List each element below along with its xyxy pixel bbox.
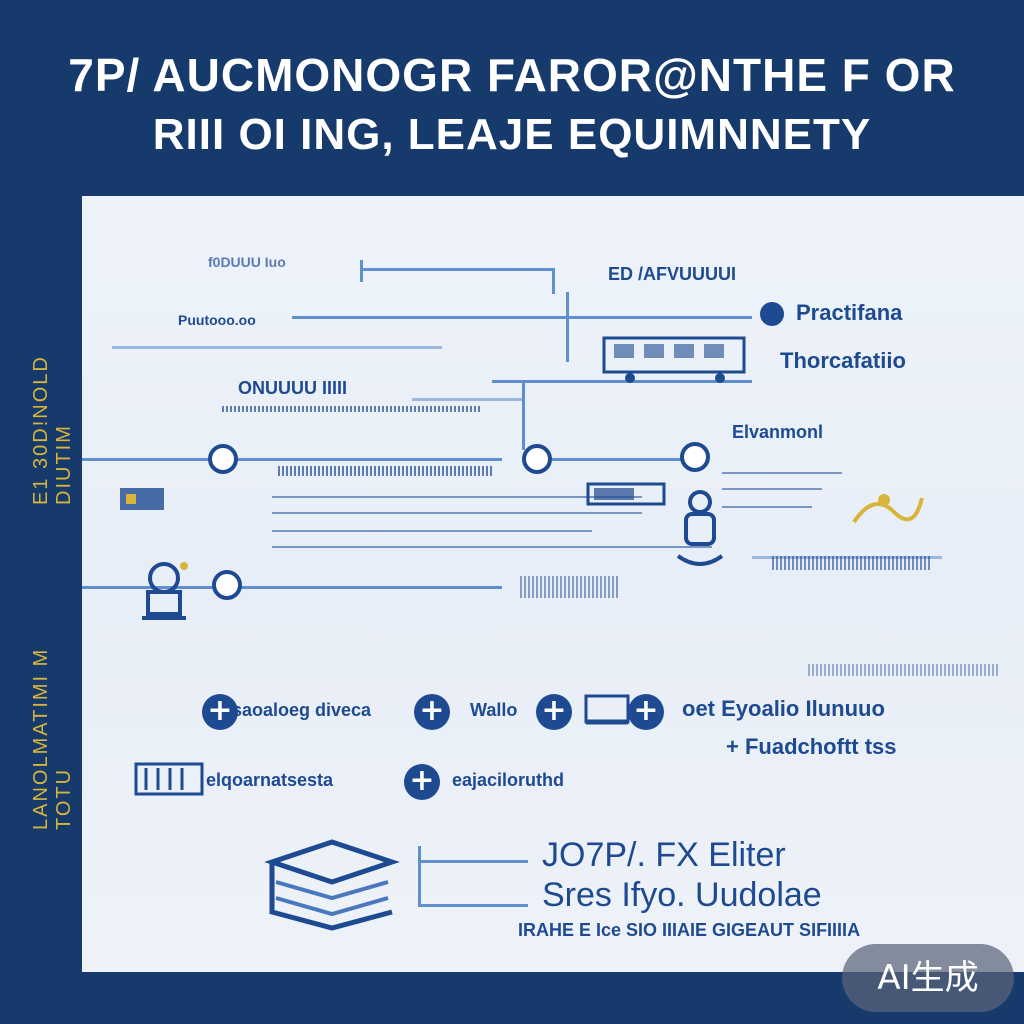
timeline-node[interactable] — [522, 444, 552, 474]
add-button[interactable]: + — [404, 764, 440, 800]
rack-icon — [134, 762, 204, 796]
label-row1-a: Ilsaoaloeg diveca — [222, 700, 372, 720]
connector-line — [360, 260, 363, 282]
module-icon — [586, 482, 666, 506]
data-strip — [222, 406, 482, 412]
connector-line — [418, 846, 421, 906]
add-button[interactable]: + — [202, 694, 238, 730]
device-icon — [676, 490, 724, 566]
connector-line — [492, 380, 752, 383]
label-row2-a: elqoarnatsesta — [206, 770, 334, 790]
text-line — [722, 506, 812, 508]
connector-line — [552, 268, 555, 294]
tool-icon — [852, 494, 924, 524]
label-row1-b: Wallo — [470, 700, 518, 720]
diagram-panel: f0DUUU Iuo Puutooo.oo ONUUUU IIIII ED /A… — [82, 196, 1024, 972]
text-line — [722, 488, 822, 490]
ai-generated-badge: AI生成 — [842, 944, 1014, 1012]
timeline-node[interactable] — [680, 442, 710, 472]
data-strip — [808, 664, 998, 676]
connector-line — [418, 860, 528, 863]
side-text-upper: E1 30D!NOLD DIUTIM — [30, 355, 75, 505]
connector-line — [418, 904, 528, 907]
label-thorcafatiio: Thorcafatiio — [780, 348, 906, 373]
label-practicana: Practifana — [796, 300, 903, 325]
data-strip — [278, 466, 494, 476]
add-button[interactable]: + — [536, 694, 572, 730]
tablet-icon — [584, 694, 630, 725]
label-row2-b: eajaciloruthd — [452, 770, 565, 790]
equipment-icon — [120, 488, 164, 510]
text-line — [272, 530, 592, 532]
side-text-lower: LANOLMATIMI M TOTU — [30, 647, 75, 830]
label-bottom-3: IRAHE E Ice SIO IIIAIE GIGEAUT SIFIIIIA — [518, 920, 861, 940]
label-center: ONUUUU IIIII — [238, 378, 348, 398]
connector-line — [292, 316, 752, 319]
label-bottom-1: JO7P/. FX Eliter — [542, 836, 786, 874]
timeline-node[interactable] — [760, 302, 784, 326]
connector-line — [82, 586, 502, 589]
connector-line — [412, 398, 522, 401]
add-button[interactable]: + — [414, 694, 450, 730]
text-line — [722, 472, 842, 474]
header-title-line2: RIII OI ING, LEAJE EQUIMNNETY — [152, 110, 872, 159]
label-bottom-2: Sres Ifyo. Uudolae — [542, 876, 822, 914]
connector-line — [112, 346, 442, 349]
header-title-line1: 7P/ AUCMONOGR FAROR@NTHE F OR — [68, 49, 956, 101]
train-icon — [602, 336, 746, 383]
label-top-right: ED /AFVUUUUI — [608, 264, 737, 284]
connector-line — [552, 458, 692, 461]
data-strip — [772, 556, 932, 570]
timeline-node[interactable] — [212, 570, 242, 600]
text-line — [272, 546, 712, 548]
label-row1-c: oet Eyoalio Ilunuuo — [682, 696, 885, 721]
connector-line — [566, 292, 569, 362]
books-icon — [264, 839, 400, 931]
label-mid-small: Puutooo.oo — [178, 312, 256, 328]
connector-line — [82, 458, 502, 461]
connector-line — [522, 380, 525, 450]
text-line — [272, 512, 642, 514]
connector-line — [360, 268, 555, 271]
machine-icon — [142, 562, 188, 620]
label-top-small: f0DUUU Iuo — [208, 254, 286, 270]
data-strip — [520, 576, 620, 598]
timeline-node[interactable] — [208, 444, 238, 474]
add-button[interactable]: + — [628, 694, 664, 730]
label-row1-d: + Fuadchoftt tss — [726, 734, 897, 759]
label-elvanmonl: Elvanmonl — [732, 422, 824, 442]
text-line — [272, 496, 642, 498]
